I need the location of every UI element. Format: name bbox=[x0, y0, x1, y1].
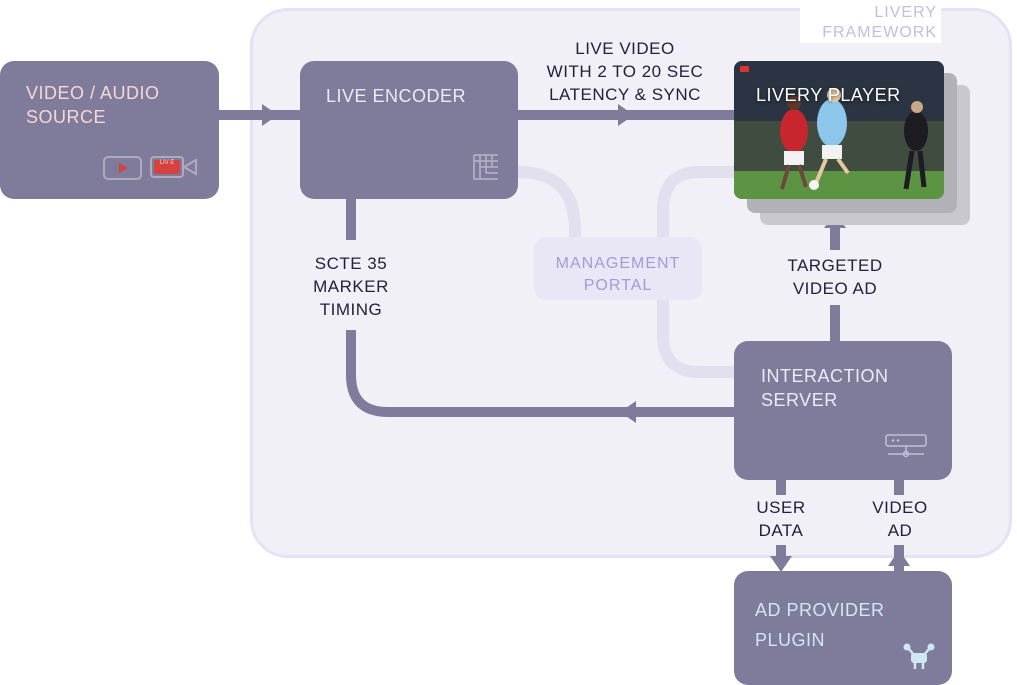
video-ad-label-line2: AD bbox=[887, 521, 913, 540]
live-video-label-line3: LATENCY & SYNC bbox=[549, 85, 701, 104]
live-video-label-line2: WITH 2 TO 20 SEC bbox=[546, 62, 704, 81]
source-box: VIDEO / AUDIO SOURCE LIV E bbox=[0, 61, 219, 199]
framework-label-line2: FRAMEWORK bbox=[822, 24, 937, 41]
user-data-arrowhead bbox=[770, 556, 792, 572]
management-portal-box: MANAGEMENT PORTAL bbox=[534, 237, 702, 300]
live-video-label: LIVE VIDEO WITH 2 TO 20 SEC LATENCY & SY… bbox=[525, 37, 725, 106]
framework-label: LIVERY FRAMEWORK bbox=[800, 3, 941, 43]
live-badge-text: LIV E bbox=[154, 160, 180, 174]
plug-icon bbox=[903, 643, 935, 669]
plugin-title-line2: PLUGIN bbox=[755, 630, 826, 650]
interaction-server-box: INTERACTION SERVER bbox=[734, 341, 952, 480]
video-ad-label-line1: VIDEO bbox=[872, 498, 928, 517]
encoder-title: LIVE ENCODER bbox=[326, 86, 467, 106]
framework-label-line1: LIVERY bbox=[874, 4, 937, 21]
scte-label-line3: TIMING bbox=[319, 300, 383, 319]
source-title: VIDEO / AUDIO SOURCE bbox=[26, 81, 160, 129]
plugin-title-line1: AD PROVIDER bbox=[755, 600, 885, 620]
user-data-label: USER DATA bbox=[741, 496, 821, 542]
targeted-video-ad-label: TARGETED VIDEO AD bbox=[770, 254, 900, 300]
scte-marker-label: SCTE 35 MARKER TIMING bbox=[291, 252, 411, 321]
scte-label-line2: MARKER bbox=[313, 277, 389, 296]
user-data-label-line2: DATA bbox=[758, 521, 804, 540]
encoder-portal-line bbox=[517, 166, 581, 240]
source-title-line2: SOURCE bbox=[26, 107, 107, 127]
user-data-label-line1: USER bbox=[756, 498, 806, 517]
server-title-line1: INTERACTION bbox=[761, 366, 889, 386]
scte-label-line1: SCTE 35 bbox=[314, 254, 388, 273]
football-match-thumbnail bbox=[734, 61, 944, 199]
server-rack-icon bbox=[885, 434, 927, 458]
source-title-line1: VIDEO / AUDIO bbox=[26, 83, 160, 103]
live-indicator-icon bbox=[740, 66, 749, 72]
live-video-label-line1: LIVE VIDEO bbox=[575, 39, 675, 58]
live-camera-icon: LIV E bbox=[150, 156, 198, 180]
targeted-label-line1: TARGETED bbox=[787, 256, 883, 275]
encoder-grid-icon bbox=[473, 154, 498, 180]
live-encoder-box: LIVE ENCODER bbox=[300, 61, 518, 199]
portal-line1: MANAGEMENT bbox=[555, 255, 681, 272]
targeted-label-line2: VIDEO AD bbox=[792, 279, 878, 298]
scte-arrowhead bbox=[620, 401, 636, 423]
video-ad-arrowhead bbox=[888, 550, 910, 566]
plugin-title: AD PROVIDER PLUGIN bbox=[755, 595, 885, 655]
server-title-line2: SERVER bbox=[761, 390, 838, 410]
youtube-icon bbox=[103, 156, 142, 180]
portal-line2: PORTAL bbox=[583, 277, 653, 294]
ad-provider-plugin-box: AD PROVIDER PLUGIN bbox=[734, 571, 952, 685]
encoder-arrowhead bbox=[618, 104, 634, 126]
scte-return-line bbox=[346, 199, 736, 417]
source-arrowhead bbox=[262, 104, 278, 126]
livery-player-video[interactable]: LIVERY PLAYER bbox=[734, 61, 944, 199]
video-ad-label: VIDEO AD bbox=[860, 496, 940, 542]
server-title: INTERACTION SERVER bbox=[761, 364, 889, 412]
player-title: LIVERY PLAYER bbox=[756, 85, 901, 105]
